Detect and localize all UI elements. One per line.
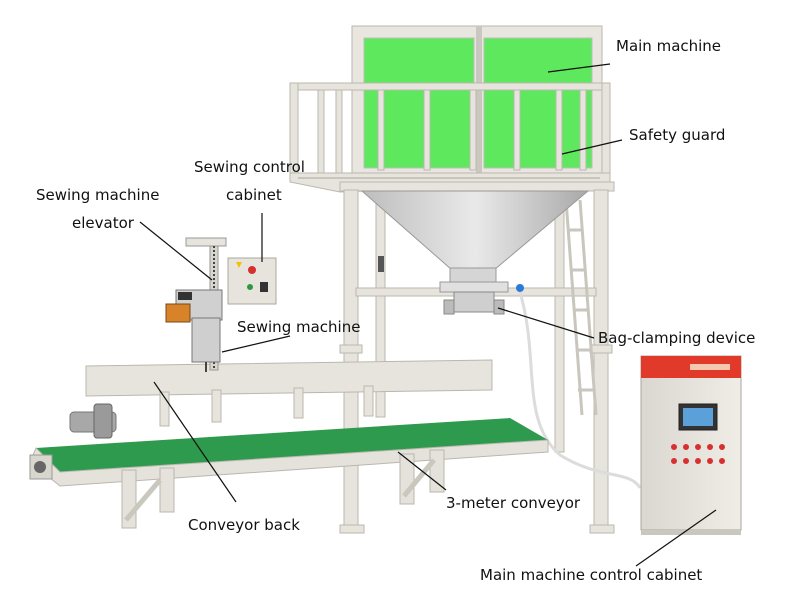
ladder xyxy=(564,199,598,416)
conveyor-back xyxy=(85,359,493,427)
leader-lines xyxy=(139,63,717,567)
label-sewing-machine-elevator: Sewing machine xyxy=(36,186,160,204)
label-sewing-control-cabinet: Sewing control xyxy=(194,158,305,176)
label-main-control-cabinet: Main machine control cabinet xyxy=(480,566,703,584)
sewing-machine-head xyxy=(165,289,223,372)
label-safety-guard: Safety guard xyxy=(629,126,726,144)
sewing-control-cabinet xyxy=(227,257,277,305)
hopper xyxy=(360,190,590,315)
label-3-meter-conveyor: 3-meter conveyor xyxy=(446,494,581,512)
label-sewing-machine: Sewing machine xyxy=(237,318,361,336)
label-sewing-machine-elevator-2: elevator xyxy=(72,214,134,232)
power-cable xyxy=(518,291,642,489)
label-main-machine: Main machine xyxy=(616,37,722,55)
label-sewing-control-cabinet-2: cabinet xyxy=(226,186,282,204)
main-control-cabinet xyxy=(640,355,742,535)
conveyor-motor xyxy=(69,403,117,439)
label-conveyor-back: Conveyor back xyxy=(188,516,300,534)
label-bag-clamping-device: Bag-clamping device xyxy=(598,329,756,347)
conveyor-3m xyxy=(29,418,549,529)
